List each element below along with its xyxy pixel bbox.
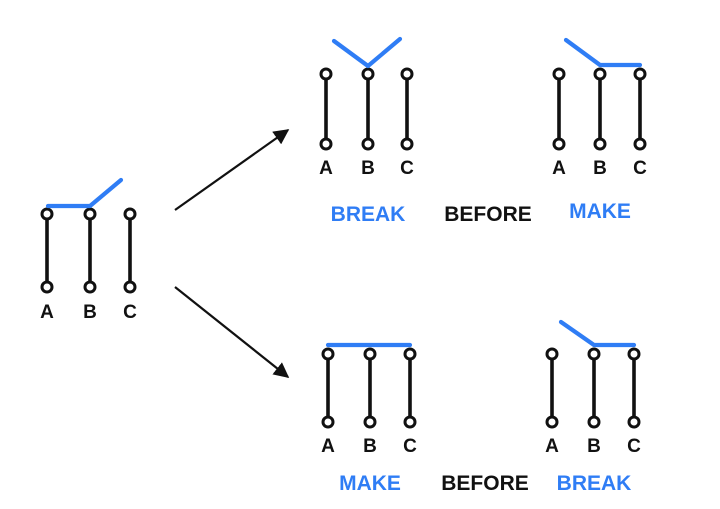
pin-b: B xyxy=(593,67,607,179)
caption-before-top: BEFORE xyxy=(444,203,532,226)
terminal-label-a: A xyxy=(319,158,333,179)
pin-a: A xyxy=(545,347,559,457)
caption-break-bottom: BREAK xyxy=(557,472,632,495)
terminal-label-c: C xyxy=(400,158,414,179)
terminal-label-b: B xyxy=(83,302,97,323)
pin-c: C xyxy=(403,347,417,457)
pin-b: B xyxy=(83,207,97,323)
caption-make-top: MAKE xyxy=(569,200,631,223)
terminal-label-c: C xyxy=(403,436,417,457)
terminal-label-c: C xyxy=(627,436,641,457)
terminal-label-a: A xyxy=(40,302,54,323)
caption-before-bottom: BEFORE xyxy=(441,472,529,495)
pin-c: C xyxy=(633,67,647,179)
terminal-label-c: C xyxy=(123,302,137,323)
terminal-label-b: B xyxy=(587,436,601,457)
switch-break-state: A B C xyxy=(319,36,414,179)
pin-c: C xyxy=(400,67,414,179)
pin-a: A xyxy=(321,347,335,457)
arrow-to-break-before-make xyxy=(174,129,290,211)
switch-blade xyxy=(45,177,124,209)
pin-b: B xyxy=(363,347,377,457)
pin-b: B xyxy=(361,67,375,179)
switch-make-state-top: A B C xyxy=(552,37,647,179)
caption-make-bottom: MAKE xyxy=(339,472,401,495)
pin-a: A xyxy=(319,67,333,179)
terminal-label-b: B xyxy=(361,158,375,179)
terminal-label-b: B xyxy=(593,158,607,179)
switch-make-state-bottom: A B C xyxy=(545,319,641,457)
pin-c: C xyxy=(123,207,137,323)
terminal-label-c: C xyxy=(633,158,647,179)
pin-c: C xyxy=(627,347,641,457)
terminal-label-a: A xyxy=(545,436,559,457)
pin-b: B xyxy=(587,347,601,457)
terminal-label-a: A xyxy=(321,436,335,457)
arrow-to-make-before-break xyxy=(174,286,290,378)
pin-a: A xyxy=(552,67,566,179)
switch-blade xyxy=(558,319,637,348)
switch-all-connected: A B C xyxy=(321,342,417,457)
switch-blade xyxy=(331,36,403,69)
switch-initial: A B C xyxy=(40,177,137,323)
terminal-label-a: A xyxy=(552,158,566,179)
switch-blade xyxy=(563,37,643,68)
caption-break-top: BREAK xyxy=(331,203,406,226)
pin-a: A xyxy=(40,207,54,323)
terminal-label-b: B xyxy=(363,436,377,457)
